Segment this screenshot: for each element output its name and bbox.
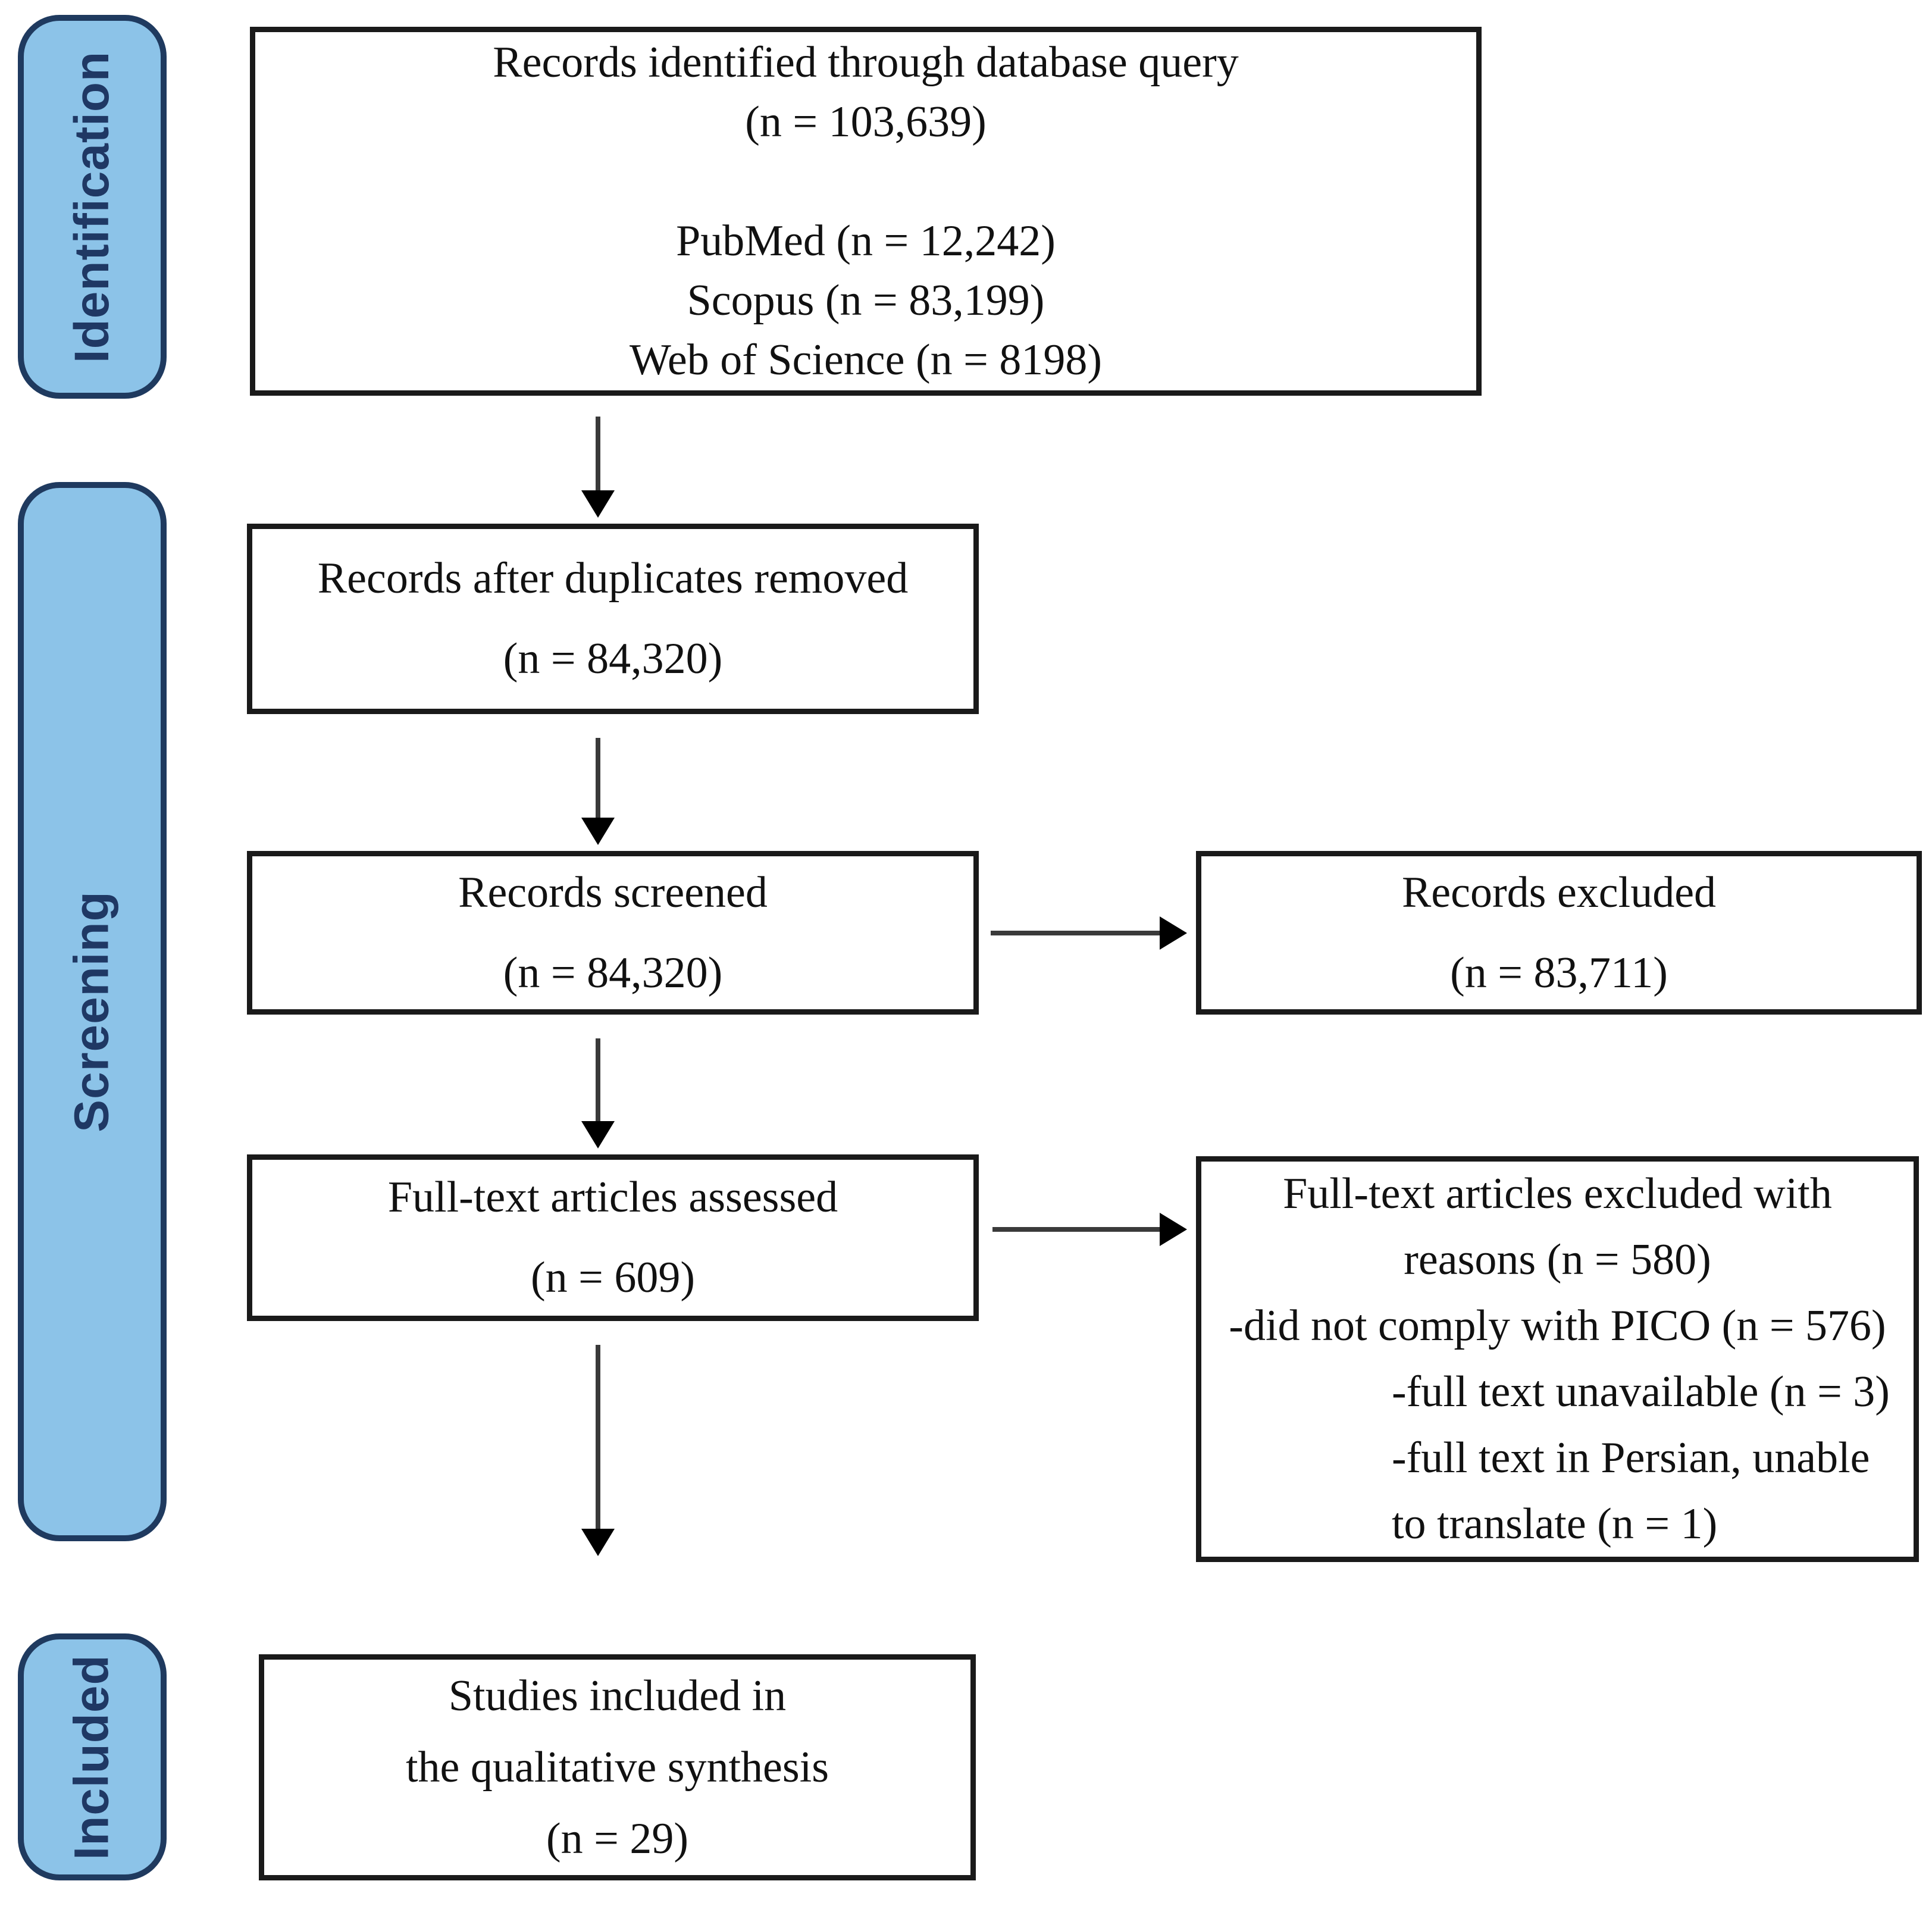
arrowhead-down-icon bbox=[581, 818, 615, 845]
arrow-identified-to-deduplicated bbox=[581, 417, 615, 518]
box-line: Records after duplicates removed bbox=[317, 554, 909, 603]
stage-label-screening: Screening bbox=[65, 891, 119, 1132]
box-line-blank bbox=[267, 152, 1464, 211]
flow-box-fulltext-assessed: Full-text articles assessed (n = 609) bbox=[247, 1154, 979, 1321]
box-line: Records identified through database quer… bbox=[493, 38, 1239, 87]
flow-box-records-screened: Records screened (n = 84,320) bbox=[247, 851, 979, 1015]
stage-screening: Screening bbox=[18, 482, 167, 1541]
box-line: the qualitative synthesis bbox=[405, 1743, 829, 1792]
box-line: Records screened bbox=[458, 868, 768, 917]
flow-box-fulltext-excluded: Full-text articles excluded with reasons… bbox=[1196, 1156, 1919, 1562]
box-line: Web of Science (n = 8198) bbox=[629, 336, 1103, 384]
box-line: (n = 84,320) bbox=[503, 634, 723, 683]
arrow-shaft bbox=[596, 417, 600, 490]
arrowhead-right-icon bbox=[1160, 1213, 1187, 1246]
box-line: (n = 84,320) bbox=[503, 948, 723, 997]
arrowhead-right-icon bbox=[1160, 916, 1187, 950]
stage-identification: Identification bbox=[18, 15, 167, 399]
box-line: PubMed (n = 12,242) bbox=[676, 217, 1056, 265]
box-line: reasons (n = 580) bbox=[1404, 1235, 1711, 1284]
arrow-shaft bbox=[992, 1227, 1160, 1232]
flow-box-duplicates-removed: Records after duplicates removed (n = 84… bbox=[247, 524, 979, 714]
arrow-screened-to-excluded bbox=[991, 916, 1187, 950]
box-line: Scopus (n = 83,199) bbox=[687, 276, 1045, 325]
arrow-shaft bbox=[596, 1038, 600, 1121]
flow-box-records-identified: Records identified through database quer… bbox=[250, 27, 1482, 396]
arrow-shaft bbox=[596, 1345, 600, 1529]
arrow-screened-to-fulltext bbox=[581, 1038, 615, 1148]
box-line: Studies included in bbox=[448, 1672, 787, 1720]
arrowhead-down-icon bbox=[581, 490, 615, 518]
arrow-shaft bbox=[991, 931, 1160, 935]
box-line: to translate (n = 1) bbox=[1392, 1500, 1718, 1548]
box-line: -full text in Persian, unable bbox=[1392, 1434, 1870, 1482]
box-line: Full-text articles assessed bbox=[387, 1173, 838, 1222]
arrow-shaft bbox=[596, 738, 600, 818]
box-line: (n = 29) bbox=[546, 1814, 689, 1863]
flow-box-studies-included: Studies included in the qualitative synt… bbox=[259, 1654, 976, 1880]
box-line: Records excluded bbox=[1401, 868, 1717, 917]
flow-box-records-excluded: Records excluded (n = 83,711) bbox=[1196, 851, 1922, 1015]
arrowhead-down-icon bbox=[581, 1529, 615, 1556]
box-line: Full-text articles excluded with bbox=[1283, 1169, 1832, 1218]
stage-label-included: Included bbox=[65, 1654, 120, 1860]
box-line: -full text unavailable (n = 3) bbox=[1392, 1367, 1890, 1416]
box-line: (n = 103,639) bbox=[745, 98, 987, 146]
box-line: (n = 609) bbox=[530, 1253, 696, 1302]
arrow-deduplicated-to-screened bbox=[581, 738, 615, 845]
stage-included: Included bbox=[18, 1633, 167, 1880]
arrowhead-down-icon bbox=[581, 1121, 615, 1148]
arrow-fulltext-to-included bbox=[581, 1345, 615, 1556]
box-line: -did not comply with PICO (n = 576) bbox=[1229, 1301, 1886, 1350]
box-line: (n = 83,711) bbox=[1450, 948, 1668, 997]
stage-label-identification: Identification bbox=[65, 51, 119, 363]
arrow-fulltext-to-fulltext-excluded bbox=[992, 1213, 1187, 1246]
